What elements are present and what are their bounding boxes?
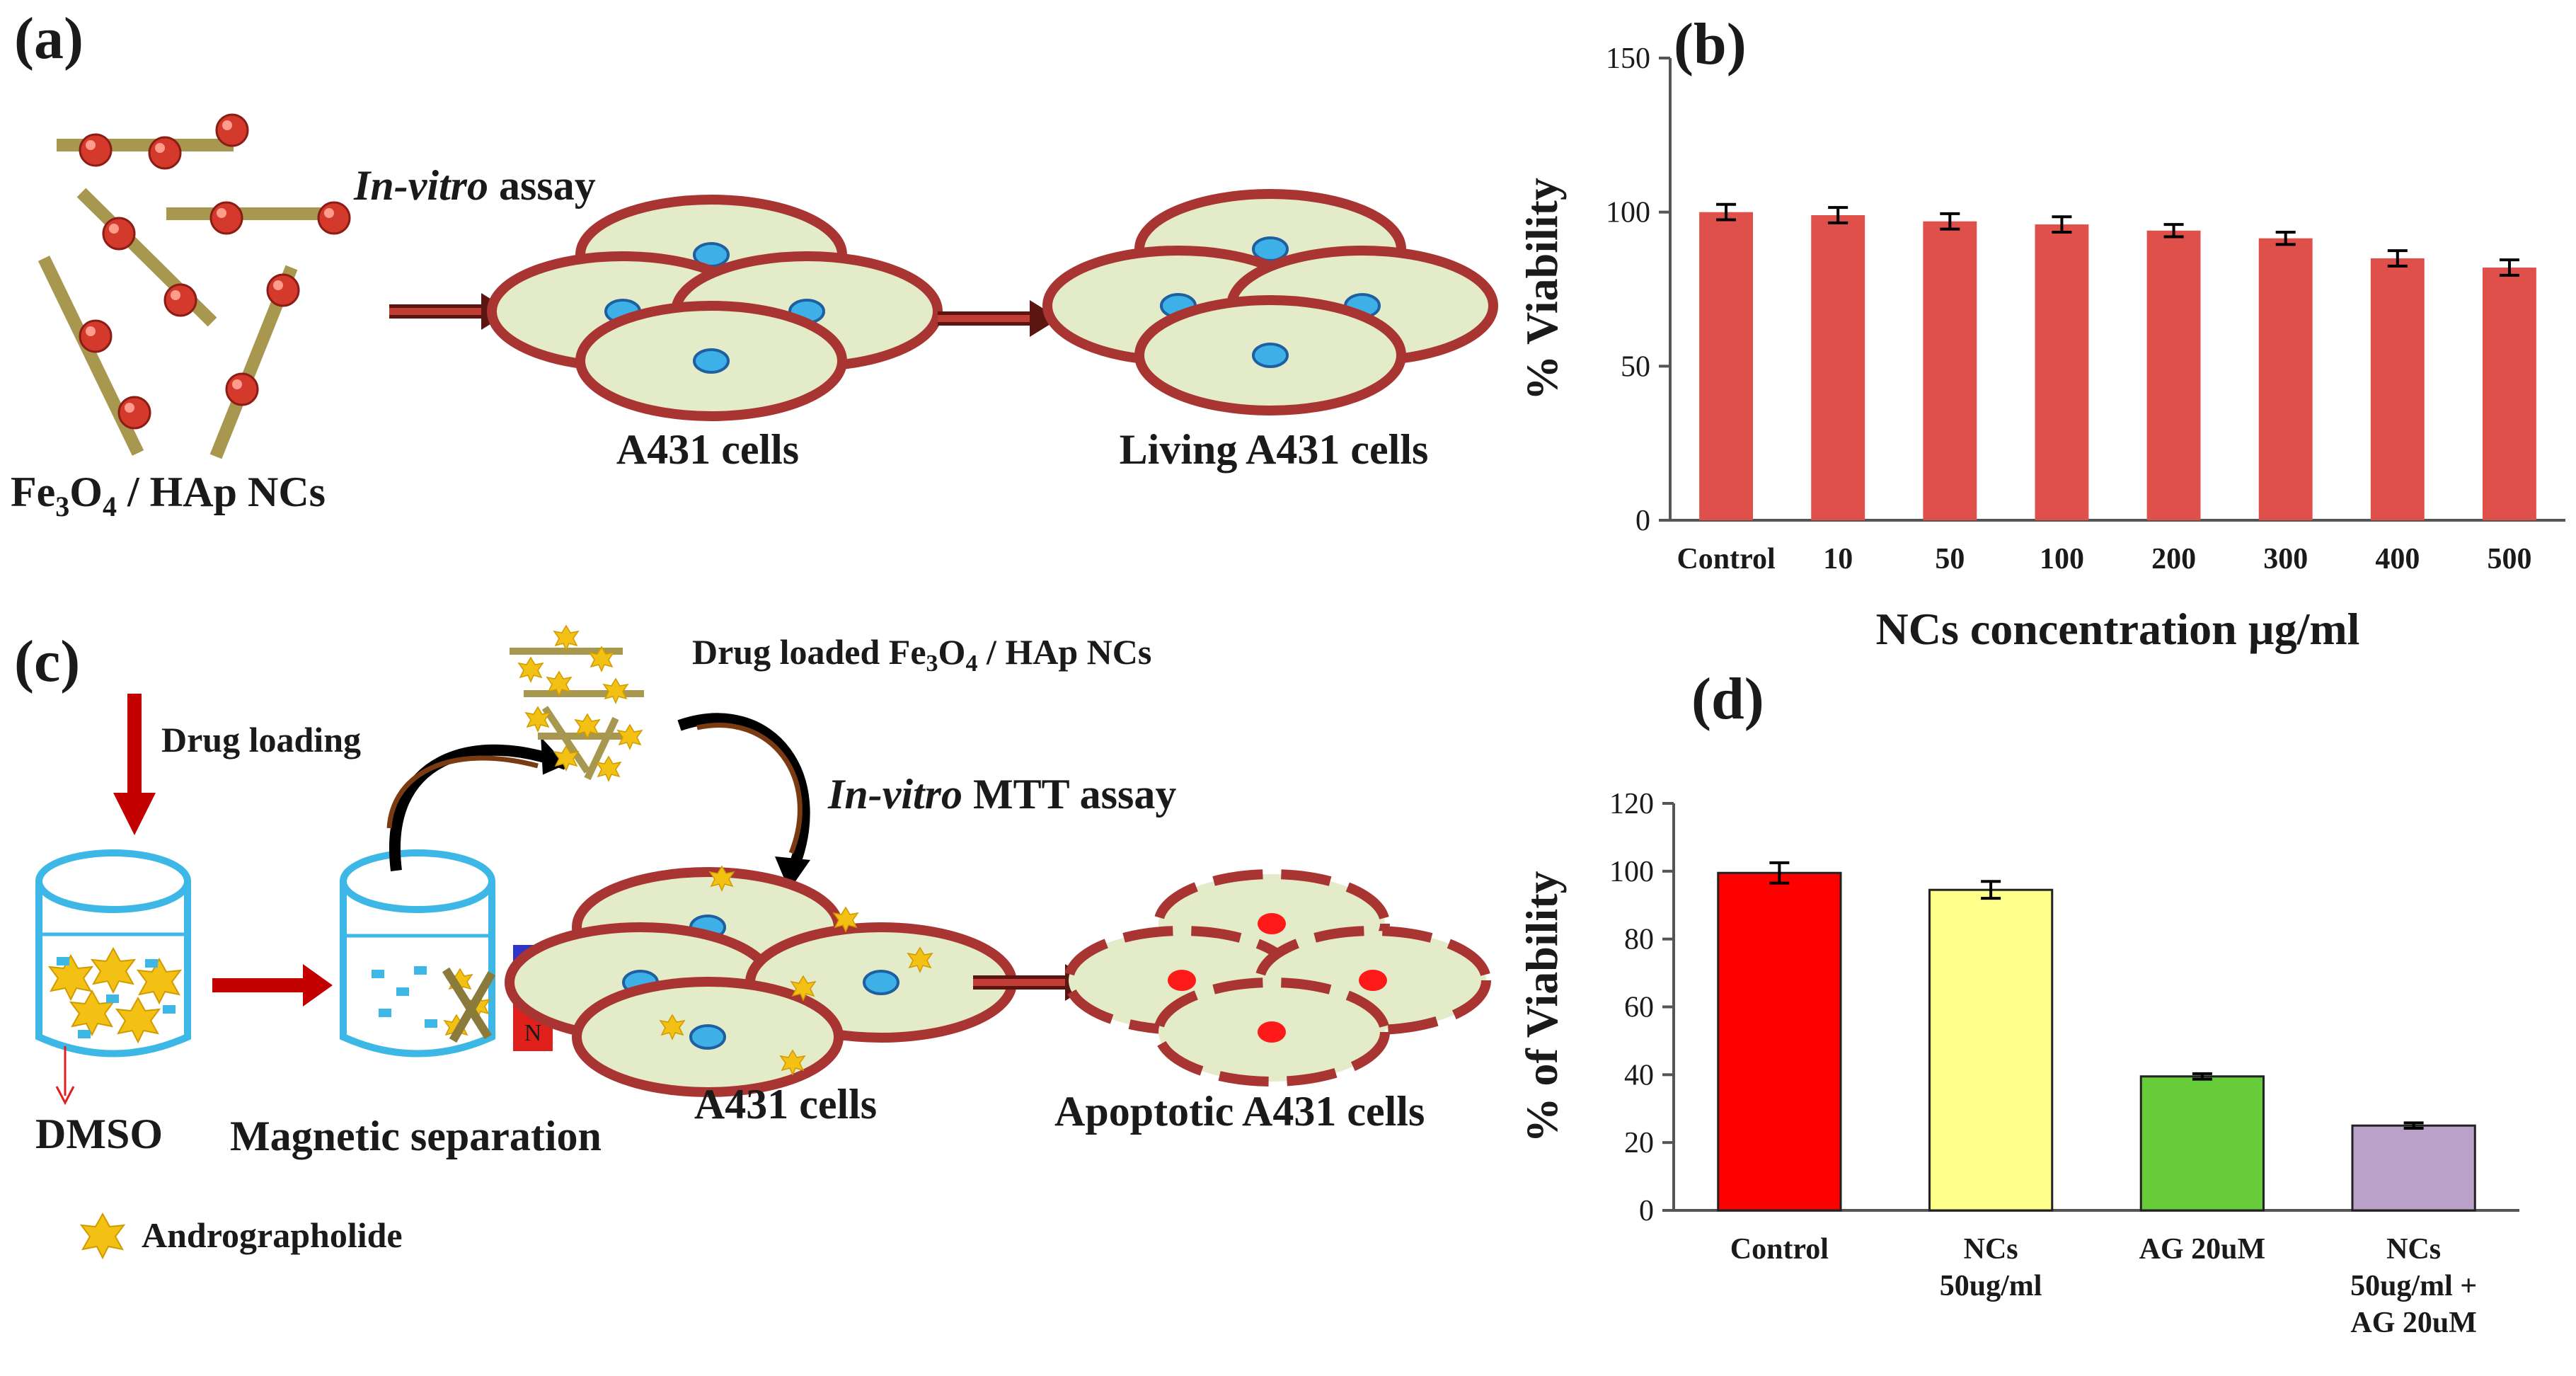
y-tick-label: 150 [1606, 42, 1650, 75]
drug-loading-arrow [113, 694, 156, 835]
x-tick-label: 100 [2040, 543, 2084, 575]
drug-loaded-label: Drug loaded Fe3O4 / HAp NCs [692, 632, 1151, 677]
drug-molecule [596, 756, 621, 781]
x-tick-label: 300 [2263, 543, 2308, 575]
bar [2139, 1075, 2265, 1212]
in-vitro-assay-label: In-vitro assay [353, 162, 596, 209]
living-cell-cluster [1047, 194, 1493, 411]
y-tick-label: 120 [1609, 788, 1654, 820]
bar [2146, 230, 2201, 520]
nanocomposite-name: Fe3O4 / HAp NCs [11, 469, 326, 522]
living-cells-label: Living A431 cells [1120, 426, 1429, 473]
panel-a-label: (a) [14, 6, 84, 71]
cell [577, 982, 839, 1092]
y-axis-title: % Viability [1517, 178, 1567, 401]
a431-cells-treated-label: A431 cells [694, 1081, 877, 1128]
y-tick-label: 100 [1609, 856, 1654, 888]
fe3o4-bead [79, 319, 113, 353]
fe3o4-bead [225, 372, 259, 406]
arrow-right-red [212, 964, 333, 1007]
x-tick-label: Control [1677, 543, 1775, 575]
y-tick-label: 0 [1635, 505, 1650, 537]
dmso-label: DMSO [35, 1111, 163, 1157]
cell [580, 306, 842, 416]
y-tick-label: 100 [1606, 197, 1650, 229]
fe3o4-bead [79, 133, 113, 167]
drug-loaded-nanocomposites [510, 625, 644, 781]
in-vitro-mtt-label: In-vitro MTT assay [827, 771, 1176, 818]
treated-cell-cluster [510, 866, 1012, 1092]
y-axis-title: % of Viability [1517, 871, 1567, 1142]
a431-cells-label: A431 cells [616, 426, 799, 473]
y-tick-label: 40 [1624, 1059, 1654, 1091]
apoptotic-cell-cluster [1069, 874, 1486, 1082]
x-tick-label: 200 [2151, 543, 2196, 575]
x-tick-label: 500 [2487, 543, 2531, 575]
panel-b-label: (b) [1674, 11, 1747, 77]
panel-c-label: (c) [14, 629, 80, 694]
y-tick-label: 50 [1621, 350, 1650, 383]
bar [2035, 224, 2089, 520]
fe3o4-bead [163, 283, 197, 317]
y-tick-label: 60 [1624, 992, 1654, 1024]
x-tick-label: AG 20uM [2139, 1233, 2266, 1266]
fe3o4-bead [317, 201, 351, 235]
drug-loading-label: Drug loading [161, 720, 361, 759]
panel-d-label: (d) [1691, 666, 1764, 732]
apoptotic-cells-label: Apoptotic A431 cells [1054, 1088, 1425, 1135]
x-tick-label: 400 [2375, 543, 2420, 575]
beaker-dmso [35, 849, 191, 1057]
fe3o4-bead [102, 217, 136, 251]
magnet-n-label: N [524, 1020, 542, 1046]
andrographolide-legend-label: Andrographolide [142, 1215, 403, 1255]
x-tick-label: Control [1730, 1233, 1829, 1266]
bar [1928, 888, 2054, 1212]
bar [1811, 215, 1865, 520]
fe3o4-bead [117, 396, 151, 430]
y-tick-label: 20 [1624, 1127, 1654, 1159]
y-tick-label: 0 [1639, 1195, 1654, 1227]
drug-molecule [518, 657, 544, 682]
bar [1923, 221, 1977, 520]
a431-cell-cluster [492, 200, 938, 416]
bar [1699, 212, 1754, 520]
curved-arrow-down [677, 713, 810, 881]
fe3o4-bead [209, 201, 243, 235]
bar [2370, 258, 2425, 520]
andrographolide-legend-icon [81, 1213, 125, 1259]
x-tick-label: 10 [1823, 543, 1853, 575]
separated-nanocomposites [442, 967, 496, 1043]
fe3o4-bead [148, 136, 182, 170]
bar [1717, 871, 1842, 1212]
nanocomposite-rods [38, 113, 351, 459]
arrow-right [938, 300, 1059, 337]
x-tick-label: 50 [1935, 543, 1965, 575]
panel-a: (a) In-vitro assay Fe3O4 / HAp NCs [11, 6, 1493, 522]
bar [2351, 1124, 2476, 1212]
cell [1139, 300, 1401, 411]
bar [2258, 238, 2313, 520]
drug-molecule [553, 625, 579, 650]
panel-c: (c) Drug loading DMSO [14, 625, 1486, 1259]
x-axis-title: NCs concentration µg/ml [1876, 604, 2360, 654]
fe3o4-bead [266, 273, 300, 307]
magnetic-separation-label: Magnetic separation [230, 1113, 602, 1159]
apoptotic-cell [1158, 982, 1385, 1082]
fe3o4-bead [215, 113, 249, 147]
bar [2482, 268, 2536, 520]
y-tick-label: 80 [1624, 924, 1654, 956]
